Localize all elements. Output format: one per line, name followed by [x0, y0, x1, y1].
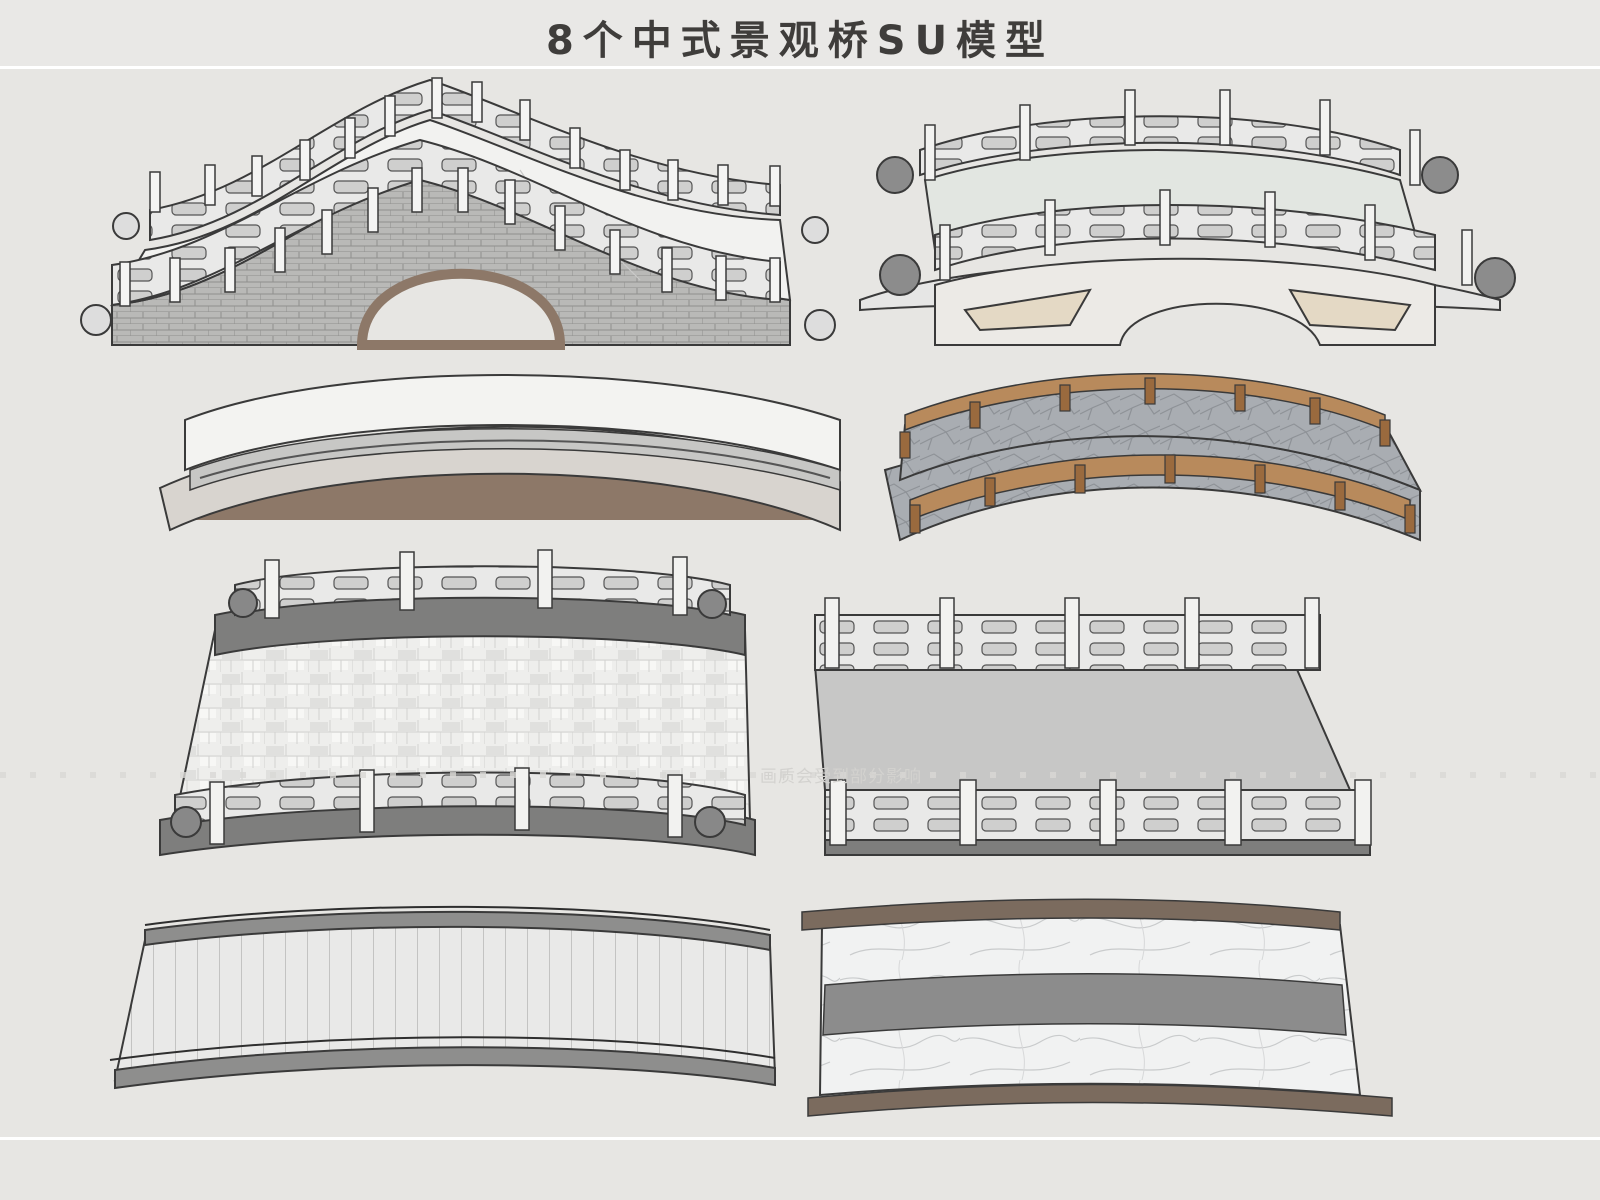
header: 8个中式景观桥SU模型	[0, 0, 1600, 68]
bridge-8-marble-deck	[801, 898, 1393, 1117]
bridge-6-straight-deck	[813, 597, 1372, 856]
bridge-5-tiled-deck	[159, 549, 756, 857]
watermark-dots	[0, 772, 1600, 778]
bridge-2-double-rail-arch	[859, 89, 1516, 346]
bottom-divider	[0, 1137, 1600, 1140]
bridge-7-grid-deck	[109, 905, 777, 1090]
bridge-4-wood-rail	[883, 373, 1423, 542]
bridge-3-curved-parapet	[158, 374, 841, 532]
bridge-1-camelback-arch	[80, 77, 836, 350]
top-divider	[0, 66, 1600, 69]
page-title: 8个中式景观桥SU模型	[545, 18, 1055, 64]
watermark-text: 画质会受到部分影响	[760, 767, 922, 787]
